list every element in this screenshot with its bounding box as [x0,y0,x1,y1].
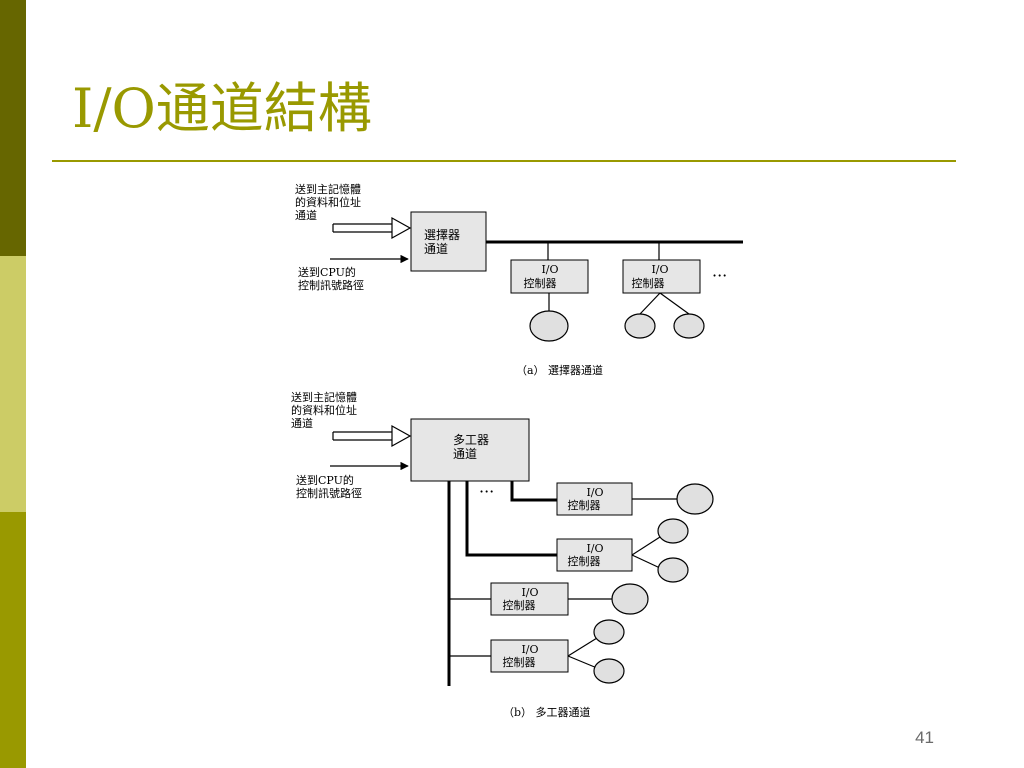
b-caption: （b） 多工器通道 [503,705,591,719]
a-io-controller-1 [510,259,589,294]
a-io-controller-2 [622,259,701,294]
b-device-1 [676,483,714,515]
b-io-controller-4-title: I/O [521,643,538,656]
b-io-controller-4-label: 控制器 [503,655,536,669]
a-data-address-arrow [332,216,412,240]
b-ellipsis: ··· [479,482,494,501]
b-device-link-2 [631,536,661,556]
b-thick-path-1 [510,481,557,502]
sidebar-stripe-middle [0,256,26,512]
diagram-a-selector: 送到主記憶體 的資料和位址 通道 送到CPU的 控制訊號路徑 選擇器 通道 I/… [295,182,743,377]
a-channel-label-line2: 通道 [424,242,448,256]
title-underline [52,160,956,162]
b-device-link-3 [631,554,661,569]
b-io-controller-2-title: I/O [586,542,603,555]
a-channel-label-line1: 選擇器 [424,227,460,242]
a-control-label-line1: 送到CPU的 [298,265,356,279]
sidebar-stripe-bottom [0,512,26,768]
b-device-2 [657,518,689,544]
b-device-5 [593,619,625,645]
page-number: 41 [915,728,934,747]
b-channel-label-line1: 多工器 [453,433,489,447]
a-io-controller-2-title: I/O [651,263,668,276]
b-device-4 [611,583,649,615]
a-input-label-line2: 的資料和位址 [295,195,361,209]
b-device-3 [657,557,689,583]
b-io-controller-2-label: 控制器 [568,554,601,568]
b-device-link-6 [567,655,598,669]
b-io-controller-1-label: 控制器 [568,498,601,512]
a-selector-channel-box [410,211,487,272]
b-data-address-arrow [332,424,412,448]
b-thick-path-2 [465,481,557,557]
b-io-controller-3-title: I/O [521,586,538,599]
a-device-link-2 [639,292,661,315]
a-io-controller-1-title: I/O [541,263,558,276]
b-device-6 [593,658,625,684]
b-input-label-line3: 通道 [291,416,313,430]
b-io-controller-1 [556,482,633,516]
b-device-link-5 [567,637,598,657]
b-control-label-line1: 送到CPU的 [296,473,354,487]
a-device-link-3 [659,292,690,315]
a-caption: （a） 選擇器通道 [516,363,603,377]
sidebar-stripe-top [0,0,26,256]
diagram-b-multiplexer: 送到主記憶體 的資料和位址 通道 送到CPU的 控制訊號路徑 多工器 通道 ··… [291,390,714,719]
b-multiplexer-channel-box [410,418,530,482]
a-control-label-line2: 控制訊號路徑 [298,278,364,292]
a-io-controller-2-label: 控制器 [632,276,665,290]
b-io-controller-3-label: 控制器 [503,598,536,612]
a-device-2 [624,313,656,339]
b-channel-label-line2: 通道 [453,447,477,461]
b-io-controller-1-title: I/O [586,486,603,499]
b-input-label-line1: 送到主記憶體 [291,390,357,404]
b-io-controller-2 [556,538,633,572]
slide-title: I/O通道結構 [72,77,372,140]
a-ellipsis: ··· [712,266,727,285]
a-input-label-line1: 送到主記憶體 [295,182,361,196]
a-device-1 [529,310,569,342]
b-io-controller-3 [490,582,569,616]
a-input-label-line3: 通道 [295,208,317,222]
a-device-3 [673,313,705,339]
b-control-label-line2: 控制訊號路徑 [296,486,362,500]
b-input-label-line2: 的資料和位址 [291,403,357,417]
a-io-controller-1-label: 控制器 [524,276,557,290]
